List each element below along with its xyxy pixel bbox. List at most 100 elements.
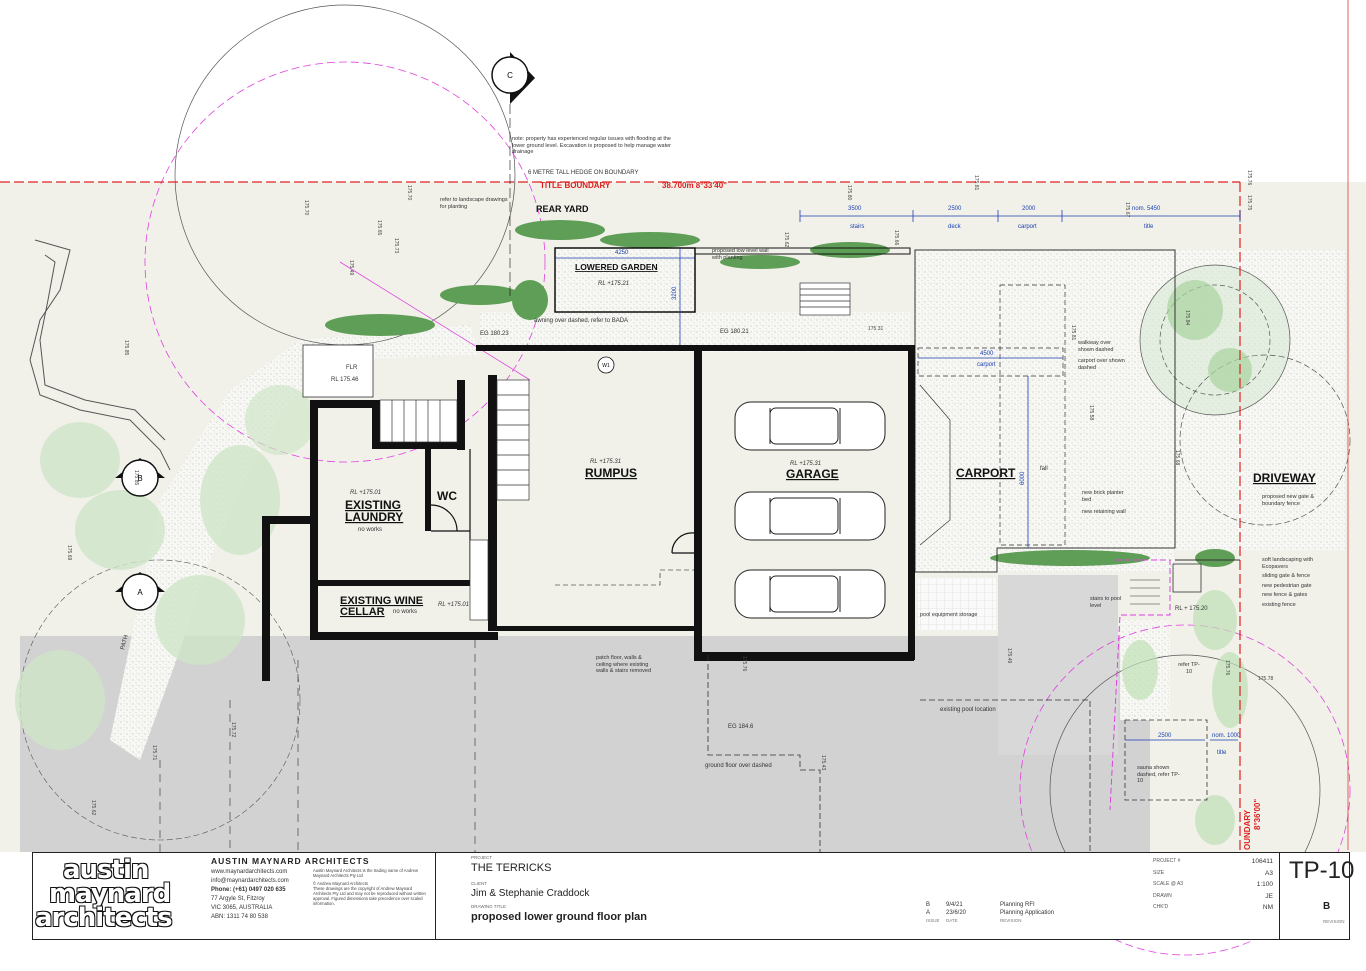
firm-email[interactable]: info@maynardarchitects.com xyxy=(211,878,289,884)
firm-abn: ABN: 1311 74 80 538 xyxy=(211,914,268,920)
spot-level: 175.49 xyxy=(348,260,354,276)
drawn-label: DRAWN xyxy=(1153,892,1172,899)
carport-notes-box: walkway over shown dashed carport over s… xyxy=(1078,340,1125,371)
spot-level: 175.58 xyxy=(1088,405,1094,421)
spot-level: 175.72 xyxy=(230,722,236,738)
sheet-number: TP-10 xyxy=(1289,857,1355,884)
dim-title-label: title xyxy=(1144,224,1154,230)
title-boundary-label: TITLE BOUNDARY xyxy=(540,181,611,190)
divider xyxy=(1279,853,1280,939)
sauna-note-box: sauna shown dashed, refer TP-10 xyxy=(1137,765,1180,784)
pool-equipment-area xyxy=(918,578,996,630)
carport-over-note: carport over shown dashed xyxy=(1078,358,1125,371)
refer-box: refer TP-10 xyxy=(1178,662,1200,675)
spot-level: 175.85 xyxy=(133,470,139,486)
gate-notes-box: soft landscaping with Ecopavers sliding … xyxy=(1262,557,1314,608)
dim-title: nom. 5450 xyxy=(1132,206,1161,212)
sheet-size: A3 xyxy=(1265,869,1273,877)
dimension-lines xyxy=(555,210,1241,741)
dim-carport-label: carport xyxy=(1018,224,1037,230)
stairs-pool-note: stairs to pool level xyxy=(1090,596,1122,609)
rev-date: 23/6/20 xyxy=(946,910,967,916)
pool-equipment-label: pool equipment storage xyxy=(920,612,978,618)
spot-level: 175.66 xyxy=(893,230,899,246)
new-gate-note: new pedestrian gate xyxy=(1262,582,1312,589)
flr-rl: RL 175.46 xyxy=(331,377,359,383)
drawing-title: proposed lower ground floor plan xyxy=(471,911,647,923)
flr-box xyxy=(302,344,374,398)
drawing-title-label: DRAWING TITLE xyxy=(471,904,507,909)
proposed-gate-box: proposed new gate & boundary fence xyxy=(1262,494,1314,507)
section-c-label: C xyxy=(507,71,513,80)
lowered-garden-rl: RL +175.21 xyxy=(598,281,629,287)
tree-canopies xyxy=(15,4,1351,956)
brick-planter-note: new brick planter bed xyxy=(1082,490,1124,503)
rev-desc: Planning Application xyxy=(1000,910,1055,916)
carport-label: CARPORT xyxy=(956,466,1016,480)
firm-contact: www.maynardarchitects.com info@maynardar… xyxy=(211,868,289,922)
walkway-dashed xyxy=(917,347,1064,377)
car-1 xyxy=(734,401,886,451)
drawn-by: JE xyxy=(1265,892,1273,900)
rev-desc: Planning RFI xyxy=(1000,902,1035,908)
soft-landscaping-note: soft landscaping with Ecopavers xyxy=(1262,557,1314,570)
revision-row-b: B 9/4/21 Planning RFI xyxy=(926,901,1054,909)
dim-carport-height: 6000 xyxy=(1020,471,1026,485)
building-walls xyxy=(262,345,915,681)
stairs-pool-box: stairs to pool level xyxy=(1090,596,1122,609)
spot-level: 175.81 xyxy=(1070,325,1076,341)
path-gravel xyxy=(110,325,480,760)
spot-level: 175.76 xyxy=(1246,170,1252,186)
walkway-note: walkway over shown dashed xyxy=(1078,340,1114,353)
path-label: PATH xyxy=(120,634,130,650)
internal-stairs xyxy=(379,379,530,621)
neighbour-outline-2 xyxy=(39,254,166,441)
spot-level: 175.31 xyxy=(868,326,884,332)
dim-stairs: 3500 xyxy=(848,206,862,212)
proposed-gate-note: proposed new gate & boundary fence xyxy=(1262,494,1314,507)
spot-level: 175.75 xyxy=(1246,195,1252,211)
patch-note-box: patch floor, walls & ceiling where exist… xyxy=(596,655,651,674)
flood-note: note: property has experienced regular i… xyxy=(512,136,671,155)
firm-name: AUSTIN MAYNARD ARCHITECTS xyxy=(211,856,370,866)
spot-level: 175.80 xyxy=(846,185,852,201)
dim-sauna: 2500 xyxy=(1158,733,1172,739)
dim-garden-h: 3200 xyxy=(672,286,678,300)
rev-id: A xyxy=(926,910,931,916)
rev-date: 9/4/21 xyxy=(946,902,963,908)
existing-fence-note: existing fence xyxy=(1262,601,1296,608)
checked-label: CHK'D xyxy=(1153,904,1169,910)
dim-carport: 2000 xyxy=(1022,206,1036,212)
sliding-gate-note: sliding gate & fence xyxy=(1262,573,1311,579)
firm-website[interactable]: www.maynardarchitects.com xyxy=(211,869,288,875)
spot-level: 175.65 xyxy=(376,220,382,236)
rumpus-label: RUMPUS xyxy=(585,466,637,480)
spot-level: 175.68 xyxy=(1174,450,1180,466)
wc-label: WC xyxy=(437,489,457,503)
spot-level: 175.49 xyxy=(1006,648,1012,664)
spot-level: 175.43 xyxy=(820,755,826,771)
scale: 1:100 xyxy=(1256,881,1273,888)
spot-level: 175.85 xyxy=(123,340,129,356)
divider xyxy=(435,853,436,939)
laundry-rl: RL +175.01 xyxy=(350,490,381,496)
spot-level: 175.78 xyxy=(1258,676,1274,682)
revision-header: ISSUE DATE REVISION xyxy=(926,917,1054,925)
sauna-note: sauna shown dashed, refer TP-10 xyxy=(1137,765,1180,784)
carport-gravel xyxy=(915,250,1175,572)
eg-label: EG 180.21 xyxy=(720,329,749,335)
dim-title-b: nom. 1000 xyxy=(1212,733,1241,739)
spot-levels: 175.76 175.70 175.65 175.73 175.80 175.8… xyxy=(66,170,1274,816)
project-no-label: PROJECT # xyxy=(1153,858,1181,864)
trading-name-note: Austin Maynard Architects is the trading… xyxy=(313,868,418,878)
garage-label: GARAGE xyxy=(786,467,839,481)
dim-deck-label: deck xyxy=(948,224,962,230)
right-boundary-bearing: 8°36'00" xyxy=(1253,799,1262,830)
cellar-note: no works xyxy=(393,609,417,615)
lowered-garden-label: LOWERED GARDEN xyxy=(575,262,658,272)
hedge-note: 6 METRE TALL HEDGE ON BOUNDARY xyxy=(528,170,638,176)
right-grey-lane xyxy=(998,575,1118,755)
revision-label: REVISION xyxy=(1323,919,1345,924)
